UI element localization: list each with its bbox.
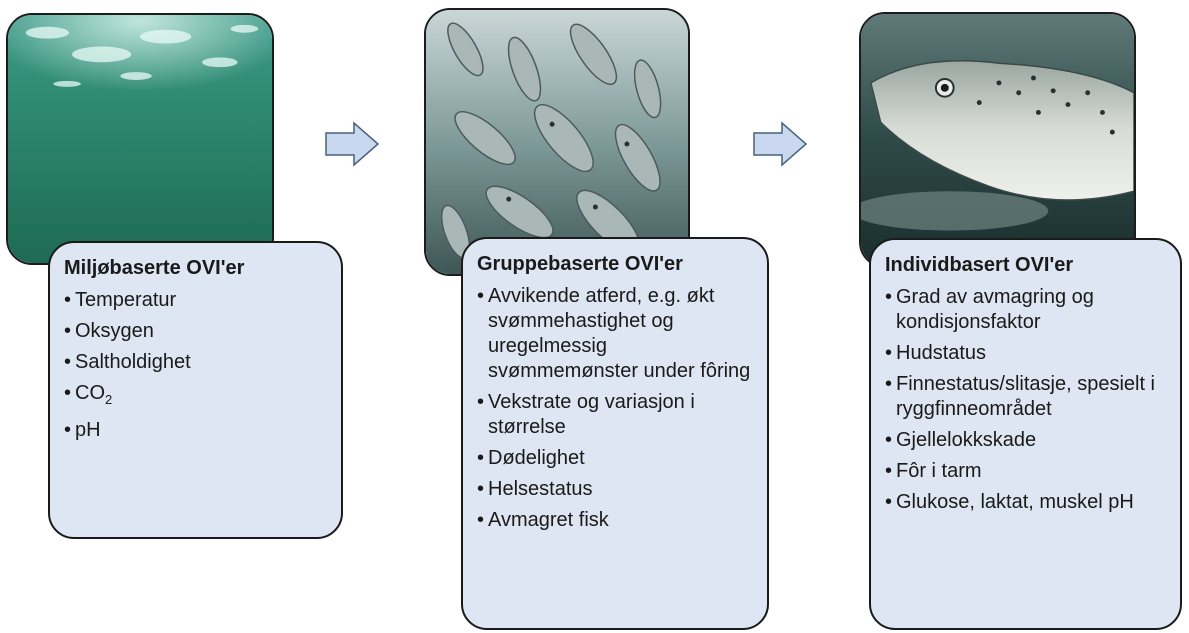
- list-item: •Vekstrate og variasjon i størrelse: [477, 391, 695, 438]
- list-item: •Oksygen: [64, 320, 154, 342]
- list-item: •Hudstatus: [885, 342, 987, 364]
- list-item: •Fôr i tarm: [885, 460, 982, 482]
- list-item: •Grad av avmagring og kondisjonsfaktor: [885, 286, 1094, 333]
- list-item: •Dødelighet: [477, 447, 585, 469]
- single-salmon-closeup-photo: [859, 12, 1136, 268]
- card-title: Gruppebaserte OVI'er: [477, 253, 683, 275]
- list-item: •Glukose, laktat, muskel pH: [885, 491, 1134, 513]
- list-item: •Temperatur: [64, 289, 177, 311]
- underwater-green-water-photo: [6, 13, 274, 265]
- list-item: •Helsestatus: [477, 478, 593, 500]
- indicator-list: •Avvikende atferd, e.g. økt svømmehastig…: [477, 284, 753, 533]
- co2-subscript: 2: [105, 392, 113, 407]
- list-item: •Finnestatus/slitasje, spesielt i ryggfi…: [885, 373, 1156, 420]
- list-item: •CO2: [64, 382, 113, 407]
- list-item: •pH: [64, 419, 101, 441]
- right-arrow-icon: [753, 121, 808, 167]
- list-item: •Saltholdighet: [64, 351, 191, 373]
- card-title: Miljøbaserte OVI'er: [64, 257, 245, 279]
- list-item: •Gjellelokkskade: [885, 429, 1037, 451]
- right-arrow-icon: [325, 121, 380, 167]
- indicator-list: •Grad av avmagring og kondisjonsfaktor •…: [885, 285, 1166, 515]
- salmon-school-photo: [424, 8, 690, 276]
- environment-ovi-card: Miljøbaserte OVI'er •Temperatur •Oksygen…: [48, 241, 343, 539]
- group-ovi-card: Gruppebaserte OVI'er •Avvikende atferd, …: [461, 237, 769, 630]
- individual-ovi-card: Individbasert OVI'er •Grad av avmagring …: [869, 238, 1182, 630]
- list-item: •Avmagret fisk: [477, 509, 609, 531]
- list-item: •Avvikende atferd, e.g. økt svømmehastig…: [477, 285, 751, 382]
- indicator-list: •Temperatur •Oksygen •Saltholdighet •CO2…: [64, 288, 327, 443]
- card-title: Individbasert OVI'er: [885, 254, 1074, 276]
